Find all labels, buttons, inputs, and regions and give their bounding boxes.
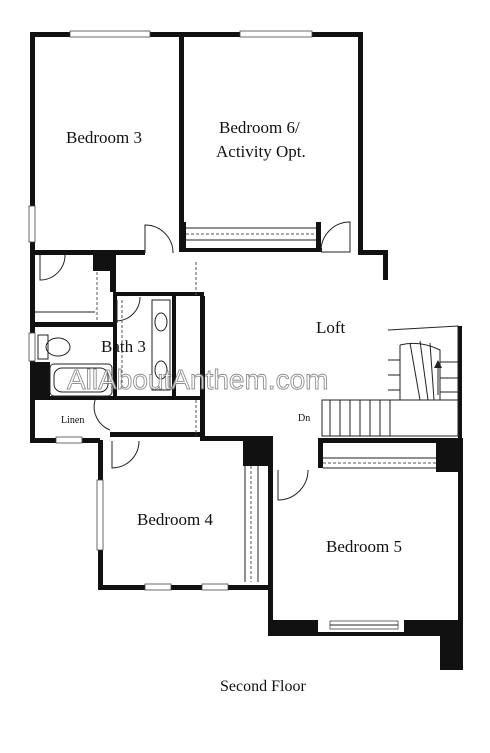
windows xyxy=(28,30,399,630)
bedroom-5-label: Bedroom 5 xyxy=(326,537,402,556)
doors xyxy=(39,221,351,501)
linen-label: Linen xyxy=(61,415,84,426)
bedroom-6-label: Bedroom 6/ xyxy=(219,118,300,137)
stair-down-label: Dn xyxy=(298,413,310,424)
floor-title: Second Floor xyxy=(220,678,306,695)
bath-3-label: Bath 3 xyxy=(101,337,146,356)
watermark: AllAboutAnthem.com xyxy=(67,364,328,395)
bedroom-6-activity-label: Activity Opt. xyxy=(216,142,306,161)
bedroom-3-label: Bedroom 3 xyxy=(66,128,142,147)
loft-label: Loft xyxy=(316,318,346,337)
fixtures xyxy=(35,227,436,582)
bedroom-4-label: Bedroom 4 xyxy=(137,510,214,529)
staircase xyxy=(321,325,459,437)
